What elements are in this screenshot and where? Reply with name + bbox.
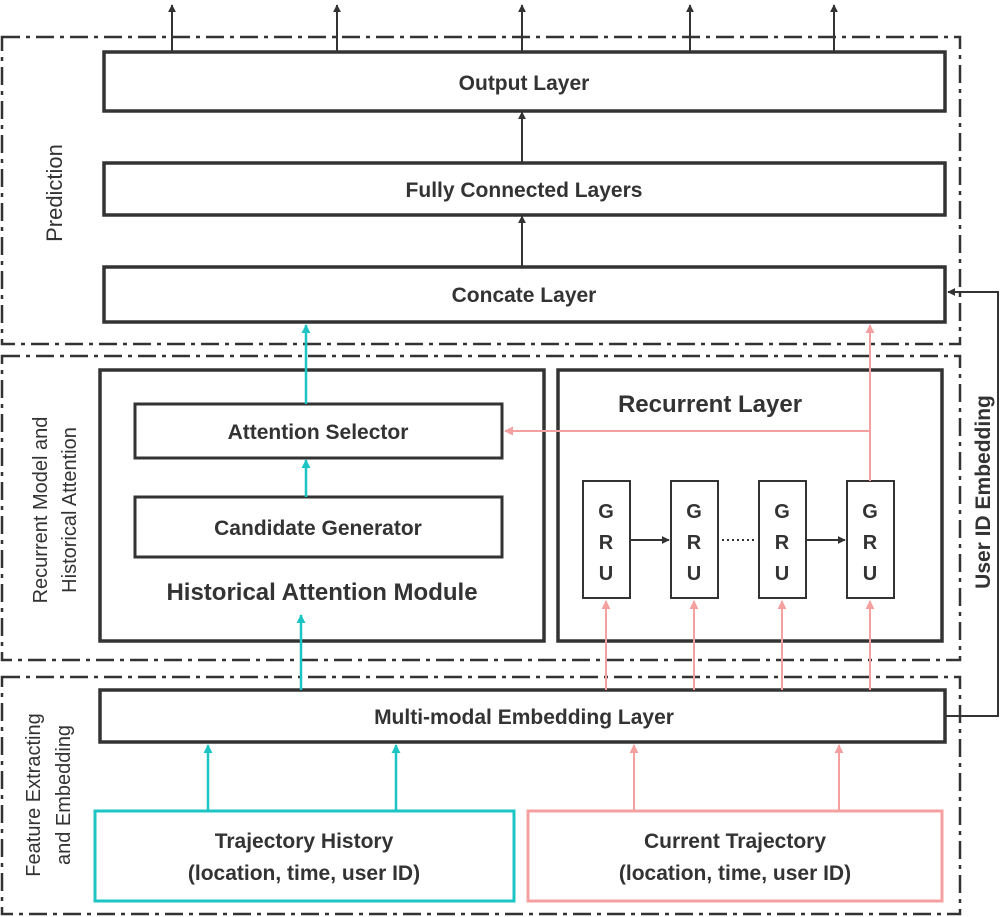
feature-section-frame [0, 675, 962, 916]
gru-cell-1: G R U [582, 480, 631, 599]
attention-selector-box [133, 402, 504, 460]
gru-letter: R [687, 532, 702, 554]
concate-layer-box [102, 265, 947, 324]
gru-cell-4: G R U [846, 480, 895, 599]
prediction-section-label: Prediction [42, 144, 67, 242]
current-trajectory-title: Current Trajectory [644, 830, 826, 853]
gru-letter: G [862, 501, 878, 523]
feature-section-label-line1: Feature Extracting [23, 713, 45, 876]
gru-letter: R [863, 532, 878, 554]
gru-letter: G [598, 501, 614, 523]
historical-attention-module-label: Historical Attention Module [166, 579, 477, 606]
recurrent-section-label-line1: Recurrent Model and [30, 417, 52, 604]
gru-letter: G [774, 501, 790, 523]
recurrent-section-frame [0, 354, 962, 662]
candidate-generator-box [133, 495, 504, 559]
current-trajectory-fields: (location, time, user ID) [619, 862, 851, 885]
gru-letter: G [686, 501, 702, 523]
candidate-generator-label: Candidate Generator [214, 517, 422, 540]
user-id-embedding-label: User ID Embedding [972, 395, 995, 589]
multi-modal-embedding-layer-box [98, 688, 947, 744]
gru-letter: U [775, 563, 789, 585]
gru-letter: U [863, 563, 877, 585]
trajectory-history-box [93, 809, 516, 903]
gru-cell-3: G R U [758, 480, 807, 599]
gru-cell-2: G R U [670, 480, 719, 599]
gru-letter: R [599, 532, 614, 554]
trajectory-history-fields: (location, time, user ID) [188, 862, 420, 885]
trajectory-history-title: Trajectory History [215, 830, 394, 853]
user-id-embedding-arrow [945, 288, 999, 717]
recurrent-section-label-line2: Historical Attention [59, 427, 81, 593]
fully-connected-layers-box [102, 161, 947, 217]
prediction-section-frame [0, 35, 962, 346]
current-trajectory-box [526, 809, 944, 903]
output-layer-label: Output Layer [459, 72, 590, 95]
attention-selector-label: Attention Selector [228, 421, 409, 444]
multi-modal-embedding-layer-label: Multi-modal Embedding Layer [374, 706, 674, 729]
recurrent-layer-label: Recurrent Layer [618, 391, 802, 418]
gru-letter: U [687, 563, 701, 585]
gru-letter: R [775, 532, 790, 554]
feature-section-label-line2: and Embedding [53, 725, 75, 865]
concate-layer-label: Concate Layer [452, 284, 597, 307]
output-layer-box [102, 50, 947, 113]
gru-letter: U [599, 563, 613, 585]
fully-connected-layers-label: Fully Connected Layers [406, 179, 643, 202]
